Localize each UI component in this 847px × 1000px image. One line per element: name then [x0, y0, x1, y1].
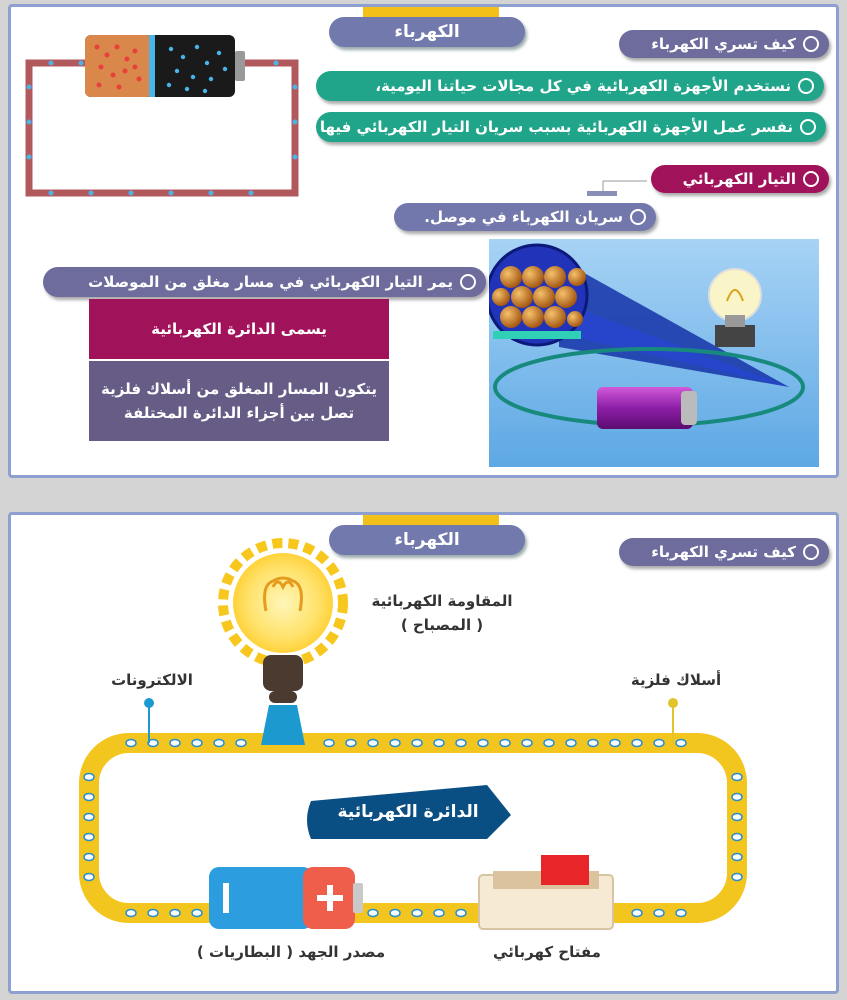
how-electricity-flows-pill[interactable]: كيف تسري الكهرباء — [619, 30, 829, 58]
circle-bullet-icon — [630, 209, 646, 225]
slide-title: الكهرباء — [329, 525, 525, 555]
voltage-source-label: مصدر الجهد ( البطاريات ) — [196, 943, 386, 961]
electric-current-pill[interactable]: التيار الكهربائي — [651, 165, 829, 193]
circle-bullet-icon — [803, 36, 819, 52]
called-circuit-box: يسمى الدائرة الكهربائية — [89, 299, 389, 359]
circuit-diagram — [79, 538, 747, 930]
appliances-use-pill[interactable]: نستخدم الأجهزة الكهربائية في كل مجالات ح… — [316, 71, 824, 101]
title-accent-bar — [363, 515, 499, 525]
circle-bullet-icon — [800, 119, 816, 135]
closed-path-consists-box: يتكون المسار المغلق من أسلاك فلزية تصل ب… — [89, 361, 389, 441]
circle-bullet-icon — [798, 78, 814, 94]
switch-label: مفتاح كهربائي — [493, 943, 601, 961]
bulb-sun-rays — [218, 538, 348, 668]
closed-path-pill[interactable]: يمر التيار الكهربائي في مسار مغلق من الم… — [43, 267, 486, 297]
circuit-center-label: الدائرة الكهربائية — [337, 802, 479, 822]
electrons-label: الالكترونات — [111, 671, 193, 689]
slide-electric-circuit: الكهرباء كيف تسري الكهرباء — [8, 512, 839, 994]
appliances-explain-pill[interactable]: نفسر عمل الأجهزة الكهربائية بسبب سريان ا… — [316, 112, 826, 142]
circle-bullet-icon — [803, 544, 819, 560]
connector-line — [587, 180, 647, 196]
flow-in-conductor-pill[interactable]: سريان الكهرباء في موصل. — [394, 203, 656, 231]
conductor-zoom-illustration — [489, 239, 819, 467]
title-accent-bar — [363, 7, 499, 17]
circle-bullet-icon — [460, 274, 476, 290]
how-electricity-flows-pill[interactable]: كيف تسري الكهرباء — [619, 538, 829, 566]
circle-bullet-icon — [803, 171, 819, 187]
battery-circuit-diagram — [25, 35, 299, 197]
slide-title: الكهرباء — [329, 17, 525, 47]
resistance-label: المقاومة الكهربائية ( المصباح ) — [371, 592, 513, 634]
metal-wires-label: أسلاك فلزية — [630, 671, 722, 689]
slide-electricity-intro: الكهرباء كيف تسري الكهرب — [8, 4, 839, 478]
